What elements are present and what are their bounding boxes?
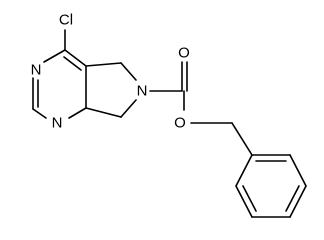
atom-o-ester: O <box>174 115 186 132</box>
atom-n-upper: N <box>31 62 42 79</box>
bond-n1-c7a <box>68 107 87 119</box>
carbamate-group <box>149 61 253 156</box>
bond-ph-inner-b <box>285 185 300 212</box>
bond-c4a-c4 <box>64 49 87 67</box>
bond-ph-2-3 <box>289 154 307 187</box>
phenyl-ring <box>235 154 307 218</box>
pyrroline-ring <box>85 62 137 118</box>
bond-ph-3-4 <box>289 185 307 218</box>
bond-c4-n3 <box>43 49 66 63</box>
bond-c2-n1 <box>32 108 47 119</box>
bond-n6-c7 <box>120 99 137 118</box>
bond-c7-c7a <box>85 107 122 118</box>
bond-ph-5-6 <box>235 185 253 218</box>
pyrimidine-ring <box>32 29 87 119</box>
bond-ph-6-1 <box>235 154 253 187</box>
chemical-structure-diagram: Cl N N N O O <box>31 12 307 218</box>
atom-cl: Cl <box>59 12 73 29</box>
atom-n-lower: N <box>52 115 63 132</box>
bond-c4a-c5 <box>85 62 122 67</box>
bond-c5-n6 <box>120 62 137 81</box>
atom-o-carbonyl: O <box>178 45 190 62</box>
bond-ch2-phenyl <box>231 122 253 156</box>
bond-ph-inner-c <box>242 185 257 212</box>
bond-c4a-c4-double <box>63 56 82 71</box>
atom-n-ring: N <box>137 83 148 100</box>
